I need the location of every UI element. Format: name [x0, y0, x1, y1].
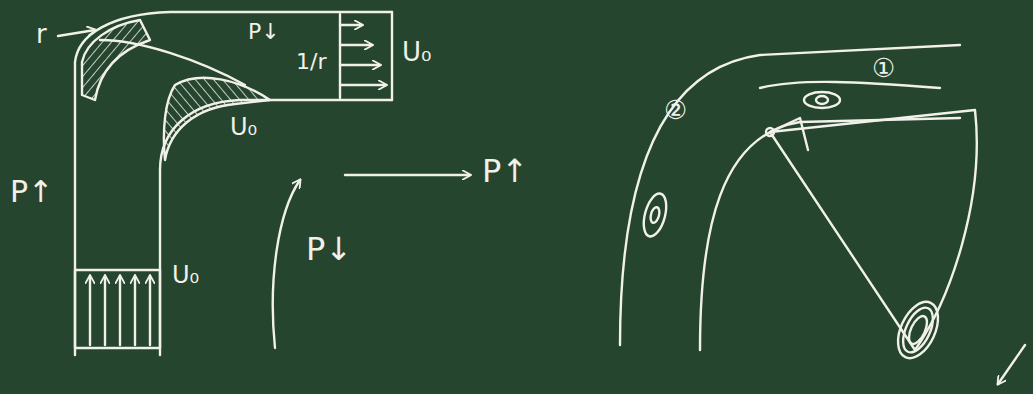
vortex	[897, 303, 939, 357]
chalk-label: r	[36, 20, 47, 49]
chalk-label: U₀	[172, 262, 199, 288]
chalk-label: P↑	[10, 175, 53, 208]
outer-wall	[75, 12, 392, 355]
profile-box	[75, 270, 160, 348]
cross-section	[770, 110, 977, 350]
streamline	[760, 82, 940, 88]
vortex	[649, 206, 661, 224]
cross-section	[770, 118, 808, 150]
chalk-label: ②	[664, 96, 687, 125]
vortex	[816, 96, 828, 104]
streamline	[100, 40, 245, 85]
pressure-arrow	[273, 180, 300, 348]
pipe-end	[391, 12, 393, 100]
inner-wall	[160, 100, 392, 355]
transition-arrow	[345, 174, 470, 176]
hatched-region	[164, 78, 270, 160]
chalk-label: P↓	[248, 20, 280, 44]
chalk-label: U₀	[402, 38, 431, 67]
chalk-label: 1/r	[296, 50, 326, 74]
chalk-label: ①	[872, 54, 895, 83]
chalk-label: U₀	[230, 114, 257, 140]
vortex	[890, 296, 946, 365]
direction-arrow	[998, 345, 1025, 384]
outer-wall	[620, 45, 960, 345]
hatched-region	[82, 20, 150, 100]
vortex	[640, 191, 671, 239]
vortex	[804, 92, 840, 108]
inner-wall	[700, 118, 960, 350]
chalk-label: P↓	[306, 232, 352, 267]
chalk-label: P↑	[482, 154, 528, 189]
vortex	[905, 313, 930, 346]
